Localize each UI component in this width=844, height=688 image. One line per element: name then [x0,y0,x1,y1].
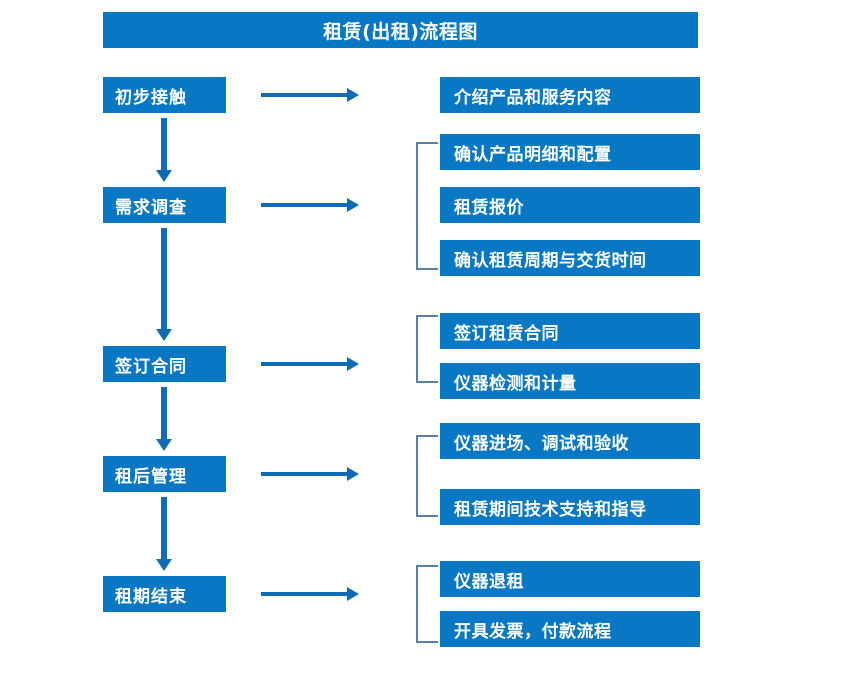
stage-box-2[interactable]: 需求调查 [103,187,226,223]
detail-box-5-1[interactable]: 仪器退租 [440,561,700,597]
arrow-head [156,439,172,451]
vertical-arrow-4 [156,497,172,571]
detail-box-1-1[interactable]: 介绍产品和服务内容 [440,77,700,113]
arrow-head [156,559,172,571]
arrow-shaft [261,592,349,596]
chart-title: 租赁(出租)流程图 [103,12,698,48]
detail-box-4-1[interactable]: 仪器进场、调试和验收 [440,423,700,459]
detail-box-3-1[interactable]: 签订租赁合同 [440,313,700,349]
detail-box-2-3[interactable]: 确认租赁周期与交货时间 [440,240,700,276]
stage-box-5[interactable]: 租期结束 [103,576,226,612]
group-bracket-4 [416,435,438,517]
arrow-head [347,357,359,371]
arrow-shaft [161,497,167,559]
group-bracket-3 [416,315,438,383]
arrow-shaft [161,118,167,170]
stage-box-1[interactable]: 初步接触 [103,77,226,113]
horizontal-arrow-1 [261,88,359,102]
vertical-arrow-1 [156,118,172,182]
horizontal-arrow-4 [261,467,359,481]
horizontal-arrow-3 [261,357,359,371]
stage-box-4[interactable]: 租后管理 [103,456,226,492]
arrow-head [347,88,359,102]
detail-box-5-2[interactable]: 开具发票，付款流程 [440,611,700,647]
detail-box-2-2[interactable]: 租赁报价 [440,187,700,223]
arrow-shaft [261,472,349,476]
arrow-head [347,467,359,481]
detail-box-2-1[interactable]: 确认产品明细和配置 [440,134,700,170]
arrow-shaft [261,362,349,366]
arrow-head [347,198,359,212]
horizontal-arrow-2 [261,198,359,212]
arrow-shaft [261,93,349,97]
arrow-head [156,329,172,341]
vertical-arrow-2 [156,228,172,341]
group-bracket-5 [416,565,438,643]
vertical-arrow-3 [156,387,172,451]
arrow-head [347,587,359,601]
horizontal-arrow-5 [261,587,359,601]
arrow-head [156,170,172,182]
arrow-shaft [161,387,167,439]
detail-box-4-2[interactable]: 租赁期间技术支持和指导 [440,489,700,525]
detail-box-3-2[interactable]: 仪器检测和计量 [440,363,700,399]
arrow-shaft [161,228,167,329]
arrow-shaft [261,203,349,207]
stage-box-3[interactable]: 签订合同 [103,346,226,382]
group-bracket-2 [416,142,438,270]
